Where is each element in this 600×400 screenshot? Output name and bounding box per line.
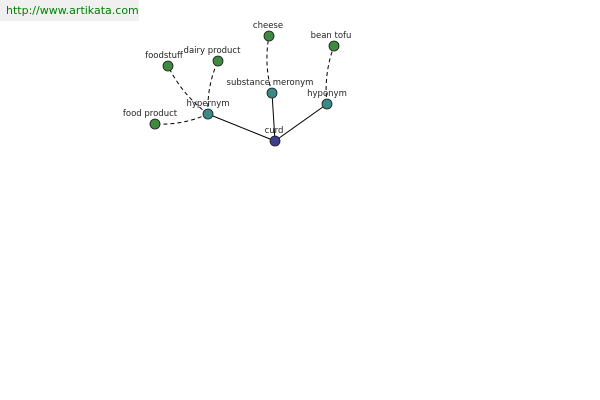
edge-curd-to-hypernym — [207, 113, 276, 142]
root-label-curd: curd — [265, 126, 284, 136]
relation-node-hyponym[interactable] — [321, 98, 333, 110]
term-label-food-product: food product — [123, 109, 178, 119]
relation-node-hypernym[interactable] — [202, 108, 214, 120]
edge-curd-to-hyponym — [274, 103, 328, 142]
relation-label-hyponym: hyponym — [307, 89, 347, 99]
edge-curd-to-substance-meronym — [271, 92, 276, 142]
relation-label-hypernym: hypernym — [186, 99, 229, 109]
term-label-cheese: cheese — [253, 21, 283, 31]
relation-label-substance-meronym: substance meronym — [227, 78, 314, 88]
term-node-bean-tofu[interactable] — [328, 40, 340, 52]
relation-node-substance-meronym[interactable] — [266, 87, 278, 99]
term-label-foodstuff: foodstuff — [145, 51, 184, 61]
nodes-layer — [149, 30, 340, 147]
term-label-bean-tofu: bean tofu — [311, 31, 352, 41]
term-node-food-product[interactable] — [149, 118, 161, 130]
site-url-link[interactable]: http://www.artikata.com — [0, 0, 139, 21]
term-label-dairy-product: dairy product — [184, 46, 242, 56]
term-node-foodstuff[interactable] — [162, 60, 174, 72]
edge-hyponym-to-bean-tofu — [325, 45, 335, 105]
term-node-dairy-product[interactable] — [212, 55, 224, 67]
term-node-cheese[interactable] — [263, 30, 275, 42]
root-node-curd[interactable] — [269, 135, 281, 147]
